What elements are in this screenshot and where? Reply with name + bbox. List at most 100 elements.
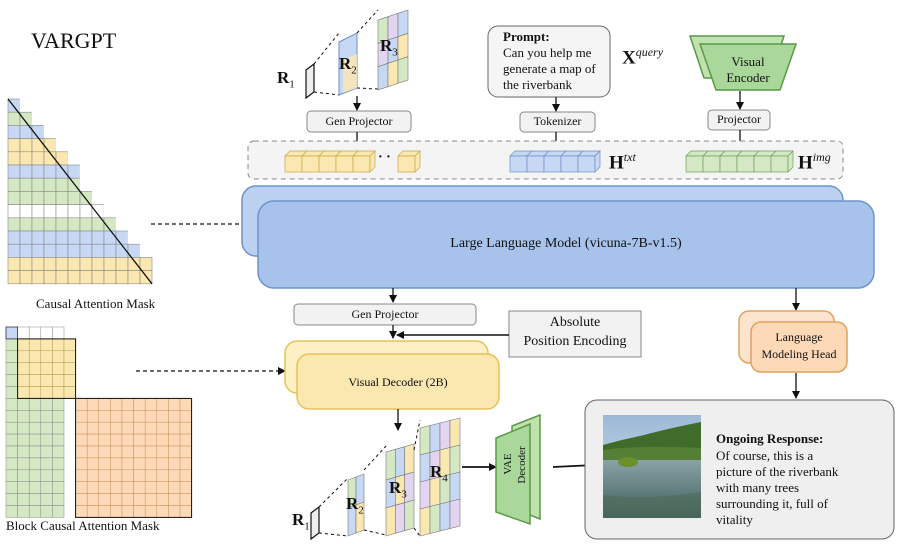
- causal-mask-cell: [139, 164, 153, 179]
- response-title: Ongoing Response:: [716, 431, 824, 446]
- causal-mask-cell: [91, 243, 105, 258]
- causal-mask-cell: [79, 243, 93, 258]
- patch-cell: [397, 32, 409, 61]
- causal-mask-cell: [79, 111, 93, 126]
- block-mask-cell: [28, 469, 42, 482]
- gen-projector-top: [306, 110, 412, 133]
- causal-mask-cell: [127, 204, 141, 219]
- causal-mask-cell: [67, 257, 81, 271]
- token-cube: [577, 155, 596, 173]
- causal-mask-cell: [139, 125, 153, 139]
- causal-mask-label: Causal Attention Mask: [36, 296, 156, 311]
- token-side: [369, 150, 376, 173]
- block-mask-cell: [75, 398, 88, 411]
- causal-mask-cell: [19, 243, 33, 258]
- block-causal-attention-mask: [5, 326, 193, 518]
- patch-cell: [449, 444, 461, 475]
- causal-mask-cell: [115, 125, 129, 139]
- gen-projector-top-label: Gen Projector: [325, 114, 393, 128]
- top-r3-label: R3: [380, 36, 398, 59]
- block-mask-cell: [17, 421, 30, 435]
- causal-mask-cell: [67, 138, 81, 153]
- causal-mask-cell: [55, 138, 69, 153]
- patch-cell: [429, 503, 441, 534]
- block-mask-cell: [75, 410, 88, 423]
- causal-mask-cell: [43, 98, 57, 113]
- block-mask-cell: [86, 433, 100, 447]
- causal-mask-cell: [43, 177, 57, 192]
- patch-cell: [419, 425, 431, 456]
- block-mask-cell: [168, 421, 181, 435]
- block-mask-cell: [5, 410, 18, 423]
- causal-mask-cell: [43, 270, 57, 285]
- causal-mask-cell: [79, 125, 93, 139]
- causal-mask-cell: [91, 125, 105, 139]
- causal-mask-cell: [127, 111, 141, 126]
- patch-cell: [395, 502, 405, 534]
- block-mask-cell: [5, 481, 18, 494]
- block-mask-cell: [40, 469, 53, 482]
- causal-mask-cell: [115, 257, 129, 271]
- patch-cell: [419, 479, 431, 510]
- block-mask-cell: [17, 433, 30, 447]
- block-mask-cell: [28, 457, 42, 471]
- causal-mask-cell: [31, 243, 45, 258]
- causal-mask-cell: [31, 111, 45, 126]
- patch-cell: [429, 422, 441, 453]
- causal-mask-cell: [43, 230, 57, 245]
- lm-head-line-1: Language: [775, 330, 823, 344]
- patch-cell: [385, 448, 396, 481]
- causal-mask-cell: [79, 230, 93, 245]
- bottom-patch-r2: [347, 473, 365, 537]
- block-mask-cell: [156, 445, 169, 459]
- block-mask-cell: [5, 374, 18, 387]
- causal-mask-cell: [55, 243, 69, 258]
- causal-mask-cell: [103, 125, 117, 139]
- block-mask-cell: [121, 505, 134, 518]
- block-mask-cell: [86, 398, 100, 411]
- block-mask-cell: [121, 398, 134, 411]
- causal-mask-cell: [115, 177, 129, 192]
- bottom-r3-label: R3: [389, 478, 407, 501]
- block-mask-cell: [144, 445, 158, 459]
- block-mask-cell: [52, 350, 65, 363]
- block-mask-cell: [168, 481, 181, 494]
- block-mask-cell: [98, 457, 111, 471]
- block-mask-cell: [86, 457, 100, 471]
- h-txt-label: Htxt: [609, 150, 636, 174]
- causal-mask-cell: [115, 230, 129, 245]
- block-mask-cell: [86, 410, 100, 423]
- causal-mask-cell: [139, 257, 153, 271]
- causal-mask-cell: [55, 230, 69, 245]
- causal-attention-mask: [7, 98, 153, 285]
- block-mask-cell: [5, 386, 18, 399]
- abs-position-box: [508, 310, 642, 358]
- causal-mask-cell: [55, 164, 69, 179]
- token-cube: [301, 155, 320, 173]
- block-mask-cell: [28, 326, 42, 340]
- token-cube: [685, 155, 704, 173]
- block-mask-cell: [40, 410, 53, 423]
- x-query-label: Xquery: [622, 45, 664, 69]
- block-mask-cell: [75, 505, 88, 518]
- block-mask-cell: [156, 398, 169, 411]
- bottom-image-patches: [310, 417, 461, 541]
- causal-mask-cell: [7, 191, 21, 205]
- block-mask-cell: [110, 481, 123, 494]
- prompt-title: Prompt:: [503, 29, 550, 44]
- block-mask-cell: [98, 469, 111, 482]
- causal-mask-cell: [79, 138, 93, 153]
- block-mask-cell: [40, 505, 53, 518]
- block-mask-cell: [28, 386, 42, 399]
- patch-cell: [397, 56, 409, 84]
- causal-mask-cell: [43, 243, 57, 258]
- causal-mask-cell: [139, 243, 153, 258]
- causal-mask-cell: [79, 204, 93, 219]
- lm-head-line-2: Modeling Head: [761, 347, 837, 361]
- patch-cell: [377, 62, 389, 91]
- token-side: [594, 150, 601, 173]
- block-mask-cell: [75, 481, 88, 494]
- causal-mask-cell: [79, 270, 93, 285]
- block-mask-outline: [17, 338, 77, 399]
- causal-mask-cell: [91, 257, 105, 271]
